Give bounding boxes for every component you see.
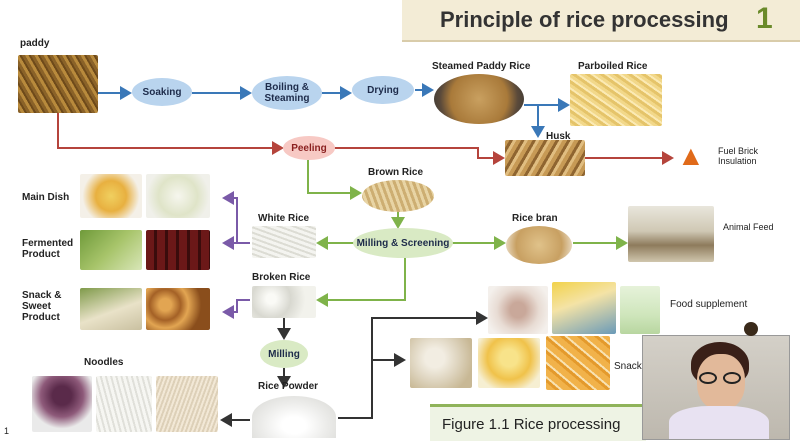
page-title: Principle of rice processing [440,7,729,32]
supplement-image-2 [552,282,616,334]
husk-label: Husk [546,131,571,142]
peeling-node: Peeling [283,136,335,160]
boiling-steaming-node: Boiling & Steaming [252,76,322,110]
steamed-paddy-label: Steamed Paddy Rice [432,61,531,72]
arrow-powder-supplement [338,311,488,419]
caption-box [430,404,646,441]
fermented-image-1 [80,230,142,270]
drying-node: Drying [352,76,414,104]
arrow-white-products [222,191,250,244]
main-dish-image-2 [146,174,210,218]
fermented-image-2 [146,230,210,270]
title-banner [402,0,800,42]
arrow-peeling-brown [307,160,362,200]
noodles-label: Noodles [84,357,124,368]
soaking-node: Soaking [132,78,192,106]
supplement-image-1 [488,286,548,334]
paddy-label: paddy [20,38,50,49]
arrow-peeling-husk [334,147,505,165]
noodles-image-3 [156,376,218,432]
noodles-image-1 [32,376,92,432]
broken-rice-label: Broken Rice [252,272,311,283]
parboiled-label: Parboiled Rice [578,61,648,72]
brown-rice-label: Brown Rice [368,167,424,178]
milling-node: Milling [260,340,308,368]
presenter-body [669,406,769,439]
fuel-brick-label: Fuel Brick Insulation [718,146,759,166]
edge-ornament [744,322,758,336]
main-dish-image-1 [80,174,142,218]
figure-caption: Figure 1.1 Rice processing [442,416,621,433]
fermented-label: Fermented Product [22,238,74,260]
animal-feed-label: Animal Feed [723,222,774,232]
supplement-image-3 [620,286,660,334]
main-dish-label: Main Dish [22,192,70,203]
arrow-milling-broken [316,258,406,307]
snack-image-2 [478,338,540,388]
presenter-video [642,335,790,440]
title-number: 1 [756,2,773,35]
rice-bran-label: Rice bran [512,213,558,224]
parboiled-image [570,74,662,126]
milling-screening-node: Milling & Screening [353,228,453,258]
rice-bran-image [506,226,572,264]
arrow-broken-snack [222,299,250,319]
snack-sweet-image-1 [80,288,142,330]
arrow-paddy-peeling [57,113,284,155]
rice-powder-image [252,396,336,438]
broken-rice-image [252,286,316,318]
animal-feed-image [628,206,714,262]
steamed-paddy-image [434,74,524,124]
snack-sweet-label: Snack & Sweet Product [22,290,62,323]
brown-rice-image [362,180,434,212]
snack-sweet-image-2 [146,288,210,330]
white-rice-image [252,226,316,258]
noodles-image-2 [96,376,152,432]
paddy-image [18,55,98,113]
page-number: 1 [4,426,10,436]
husk-image [505,140,585,176]
fire-icon: ▲ [677,140,705,171]
snack-image-3 [546,336,610,390]
white-rice-label: White Rice [258,213,310,224]
presenter-glasses [697,372,745,384]
snack-label: Snack [614,361,642,372]
rice-powder-label: Rice Powder [258,381,319,392]
snack-image-1 [410,338,472,388]
food-supplement-label: Food supplement [670,299,748,310]
